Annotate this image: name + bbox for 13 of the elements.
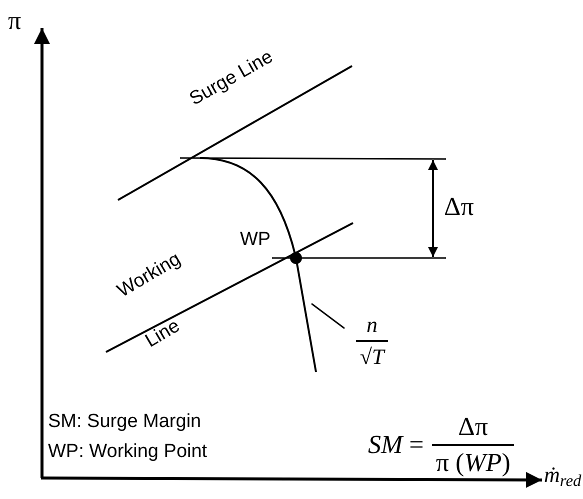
formula-text: SM = <box>368 432 424 458</box>
text-label: WP <box>240 230 271 249</box>
text-label: Δπ <box>444 194 474 220</box>
axis-label: ṁ$_{red}$ <box>544 464 582 486</box>
speed-line <box>200 157 317 372</box>
axis-label: π <box>8 8 22 34</box>
text-label: WP: Working Point <box>48 442 208 461</box>
text-label: SM: Surge Margin <box>48 412 202 431</box>
formula-fraction: Δπ π (WP) <box>432 414 514 476</box>
leader-line <box>311 303 345 329</box>
text-label: Line <box>142 316 183 351</box>
text-label: Surge Line <box>186 47 276 109</box>
speed-parameter-fraction: n √T <box>350 314 394 368</box>
